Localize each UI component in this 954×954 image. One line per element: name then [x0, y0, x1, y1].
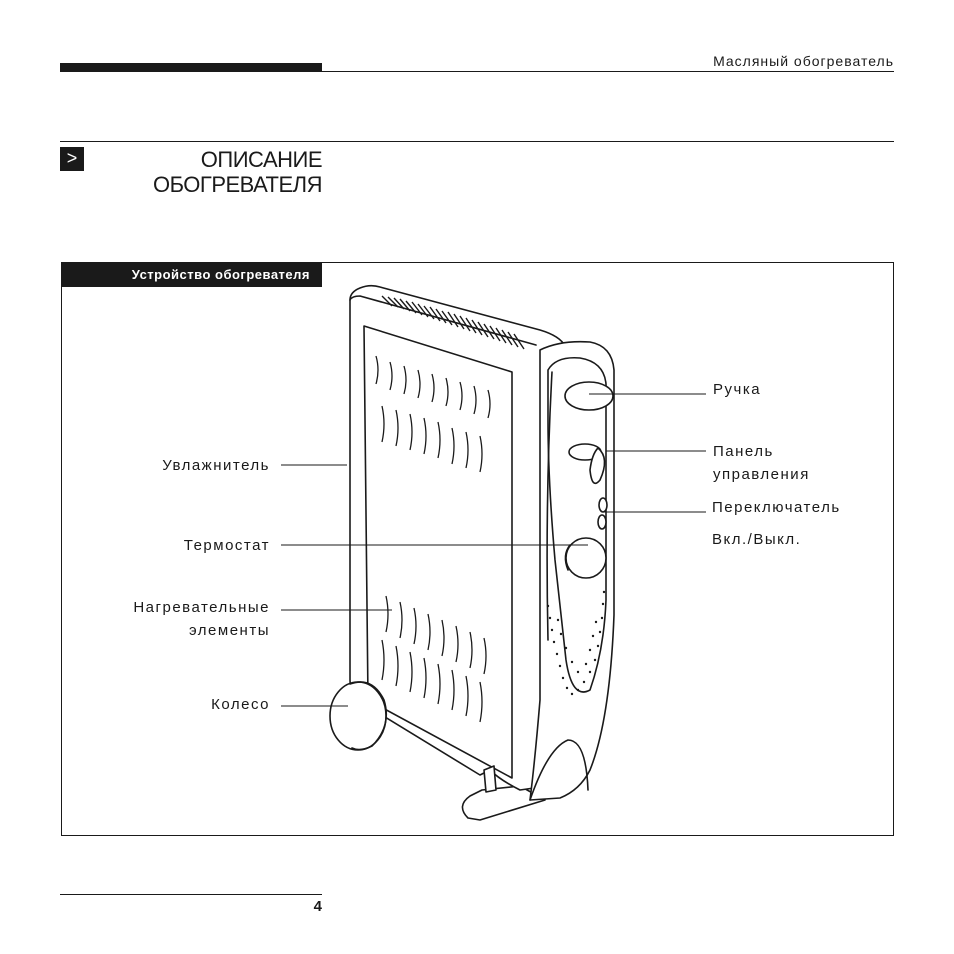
label-heating-line1: Нагревательные [133, 599, 270, 616]
page-number: 4 [313, 898, 322, 915]
label-control-panel-line1: Панель [713, 443, 774, 460]
section-title: ОПИСАНИЕ ОБОГРЕВАТЕЛЯ [100, 147, 323, 197]
label-switch-line1: Переключатель [712, 499, 841, 516]
label-heating-line2: элементы [188, 622, 270, 639]
header-bar-thick [60, 63, 322, 72]
figure-tab-label: Устройство обогревателя [61, 262, 322, 287]
section-marker: > [60, 147, 84, 171]
label-handle: Ручка [713, 381, 762, 398]
document-title: Масляный обогреватель [713, 53, 894, 69]
section-title-line2: ОБОГРЕВАТЕЛЯ [152, 172, 323, 197]
label-control-panel-line2: управления [713, 466, 810, 483]
figure-frame [61, 262, 894, 836]
label-wheel: Колесо [211, 696, 270, 713]
section-title-line1: ОПИСАНИЕ [200, 147, 323, 172]
label-switch-line2: Вкл./Выкл. [712, 531, 802, 548]
label-humidifier: Увлажнитель [162, 457, 270, 474]
label-thermostat: Термостат [183, 537, 270, 554]
section-rule [60, 141, 894, 142]
header-rule [322, 71, 894, 72]
footer-rule [60, 894, 322, 895]
